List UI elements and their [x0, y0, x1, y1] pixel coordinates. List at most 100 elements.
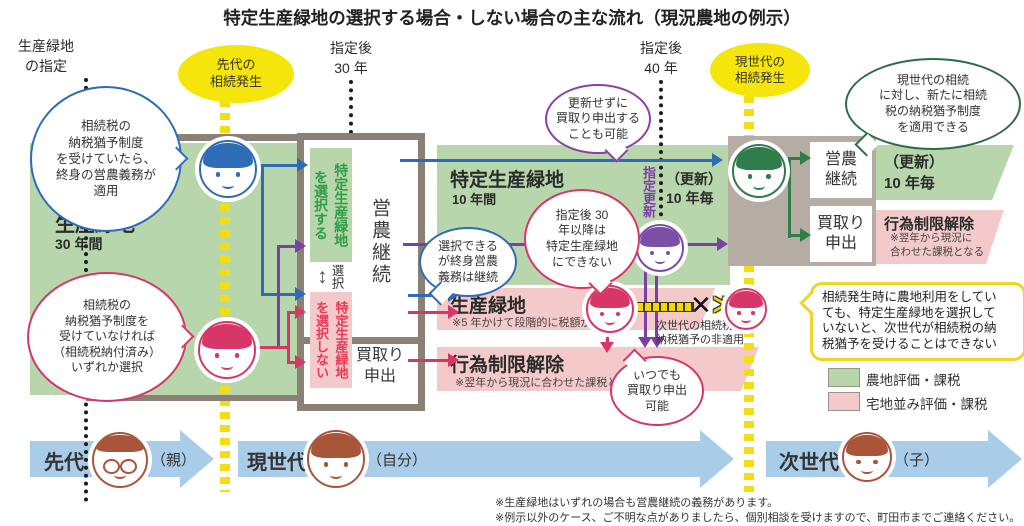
crimson-arrowhead [448, 305, 459, 319]
deferral-applies-bubble: 相続税の 納税猶予制度 を受けていたら、 終身の営農義務が 適用 [30, 86, 182, 232]
gen-predecessor-paren: （親） [151, 452, 197, 469]
after30-dotted-line [349, 80, 353, 134]
blue-arrowhead [295, 287, 306, 301]
blue-arrowhead [297, 158, 308, 172]
renewer-face-icon [636, 224, 684, 272]
buyback-anytime-bubble: いつでも 買取り申出 可能 [610, 356, 704, 426]
legend-pink-swatch [828, 392, 860, 411]
cannot-select-after30-bubble: 指定後 30 年以降は 特定生産緑地 にできない [524, 189, 640, 289]
legend-green-label: 農地評価・課税 [866, 373, 961, 388]
after30-label: 指定後 30 年 [330, 40, 372, 76]
select-yes-band: 特定生産緑地 を選択する [310, 148, 352, 262]
select-toggle: ↕ 選択 [317, 264, 347, 289]
legend-green-swatch [828, 368, 860, 387]
gen-next-paren: （子） [894, 452, 940, 469]
purple-line [277, 245, 297, 248]
after40-dotted-line [659, 80, 663, 232]
selection-box-divider [304, 337, 418, 344]
gen-current-paren: （自分） [367, 452, 428, 469]
crimson-line [287, 361, 297, 364]
predecessor-inheritance-event: 先代の 相続発生 [178, 45, 294, 103]
predecessor-elder-face-icon [92, 432, 148, 488]
designation-label: 生産緑地 の指定 [18, 38, 74, 74]
gen-predecessor-label: 先代 [44, 452, 84, 474]
crimson-down-line [606, 328, 609, 344]
timeline-arrowhead [180, 430, 214, 488]
designation-renewal-label: 指定更新 [641, 166, 656, 218]
restriction-mid-band [437, 347, 759, 391]
select-no-label: 特定生産緑地 を選択しない [314, 301, 349, 379]
restriction-right-subtitle: ※翌年から現況に 合わせた課税となる [890, 232, 985, 258]
green-line [788, 158, 791, 238]
non-selector-face-icon [586, 285, 634, 333]
blue-line-long [400, 159, 714, 162]
green-line [788, 157, 802, 160]
purple-arrowhead [295, 239, 306, 253]
crimson-line [252, 346, 290, 349]
no-deferral-dotted-path [628, 302, 694, 312]
farming-continue-label: 営農継続 [369, 198, 390, 286]
purple-line [277, 246, 280, 348]
seisan-area-subtitle: 30 年間 [55, 236, 103, 252]
green-arrowhead [800, 151, 811, 165]
buyback-without-renewal-bubble: 更新せずに 買取り申出する ことも可能 [545, 84, 651, 154]
crimson-down-arrowhead [600, 342, 614, 353]
renewal-right-band [876, 145, 1014, 200]
new-deferral-available-bubble: 現世代の相続 に対し、新たに相続 税の納税猶予制度 を適用できる [845, 58, 1021, 150]
crimson-line [408, 359, 450, 362]
timeline-arrowhead [700, 430, 734, 488]
select-no-band: 特定生産緑地 を選択しない [310, 292, 352, 388]
no-deferral-choose-bubble: 相続税の 納税猶予制度を 受けていなければ （相続税納付済み） いずれか選択 [27, 272, 187, 402]
green-line [788, 234, 802, 237]
purple-line-long [403, 243, 628, 246]
blue-line [253, 164, 299, 167]
frame-line-bottom [86, 395, 297, 401]
crimson-arrowhead [295, 355, 306, 369]
renewal-right-label: （更新） 10 年毎 [884, 154, 945, 192]
purple-down-arrowhead [638, 337, 652, 348]
frame-line-top [86, 134, 297, 141]
purple-down-arrowhead [650, 337, 664, 348]
restriction-right-title: 行為制限解除 [884, 216, 975, 233]
restriction-mid-title: 行為制限解除 [450, 355, 565, 376]
predecessor-event-dashed-line [220, 100, 230, 492]
blue-line [408, 294, 450, 297]
select-yes-label: 特定生産緑地 を選択する [313, 163, 350, 247]
restriction-right-band [876, 210, 1004, 264]
legend-pink-label: 宅地並み評価・課税 [866, 397, 988, 412]
renewal-left-label: （更新） 10 年毎 [666, 171, 722, 206]
timeline-arrowhead [988, 430, 1022, 488]
after40-label: 指定後 40 年 [640, 40, 682, 76]
blue-arrowhead [712, 153, 723, 167]
buyback-offer-label: 買取り 申出 [355, 347, 404, 385]
page-title: 特定生産緑地の選択する場合・しない場合の主な流れ（現況農地の例示） [223, 7, 801, 28]
gen-next-label: 次世代 [779, 452, 839, 474]
updown-arrow-icon: ↕ [317, 264, 328, 288]
selection-box: 特定生産緑地 を選択する ↕ 選択 特定生産緑地 を選択しない 営農継続 買取り… [297, 133, 425, 411]
crimson-line [408, 311, 450, 314]
current-inheritance-event: 現世代の 相続発生 [710, 43, 810, 97]
next-gen-no-deferral-label: 次世代の相続税の 納税猶予の非適用 [656, 320, 744, 346]
predecessor-face-icon [199, 140, 257, 198]
green-arrowhead [800, 228, 811, 242]
right-buyback-box: 買取り 申出 [810, 206, 872, 262]
crimson-arrowhead [295, 305, 306, 319]
seisan-mid-subtitle: ※5 年かけて段階的に税額があがる [452, 317, 625, 329]
footnote-2: ※例示以外のケース、ご不明な点がありましたら、個別相談を受けますので、町田市まで… [495, 512, 1021, 524]
crimson-line [287, 312, 290, 364]
select-toggle-label: 選択 [329, 264, 344, 289]
gen-current-label: 現世代 [247, 452, 307, 474]
crimson-arrowhead [448, 353, 459, 367]
heir-face-icon [198, 321, 256, 379]
restriction-mid-subtitle: ※翌年から現況に合わせた課税となる [455, 377, 640, 389]
current-gen-face-icon [732, 144, 786, 198]
purple-down-line [655, 259, 658, 337]
next-gen-bottom-child-face-icon [842, 432, 892, 482]
current-adult-face-icon [307, 430, 365, 488]
crimson-line [287, 311, 297, 314]
footnote-1: ※生産緑地はいずれの場合も営農継続の義務があります。 [495, 497, 779, 509]
seisan-mid-title: 生産緑地 [450, 296, 527, 317]
no-deferral-note-box: 相続発生時に農地利用をしてい ても、特定生産緑地を選択して いないと、次世代が相… [810, 282, 1024, 361]
purple-arrowhead [717, 237, 728, 251]
tokutei-band-title: 特定生産緑地 [450, 170, 565, 191]
